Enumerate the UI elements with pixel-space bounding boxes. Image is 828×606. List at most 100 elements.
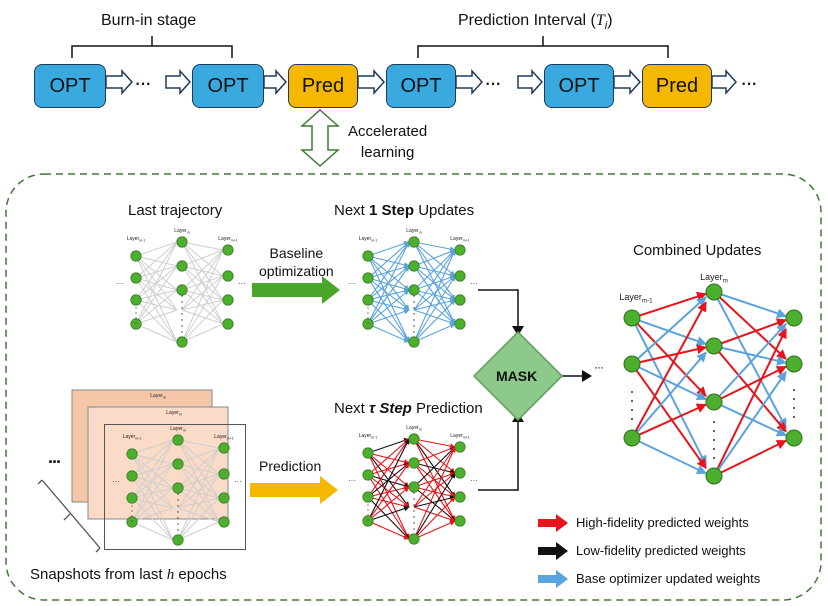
- network-edge: [413, 289, 456, 325]
- snapshots-post: epochs: [174, 566, 227, 583]
- network-node: [172, 434, 184, 446]
- network-edge: [131, 463, 174, 523]
- network-edge: [367, 461, 410, 476]
- network-edge: [413, 249, 456, 267]
- ellipsis-dot: [367, 317, 369, 319]
- network-edge: [413, 471, 456, 488]
- network-node: [408, 433, 420, 445]
- network-node: [222, 270, 234, 282]
- network-edge: [367, 474, 410, 508]
- ellipsis-dot: [413, 492, 415, 494]
- ellipsis: ···: [134, 70, 152, 95]
- network-edge: [413, 249, 456, 311]
- layer-label-back: Layerm: [150, 393, 166, 400]
- ellipsis-dot: [177, 517, 179, 519]
- network-edge: [131, 453, 174, 489]
- prediction-arrow: [250, 476, 338, 504]
- network-node: [362, 294, 374, 306]
- ellipsis-dot: [135, 317, 137, 319]
- network-node: [454, 244, 466, 256]
- ellipsis-dot: [631, 391, 633, 393]
- network-edge: [367, 452, 410, 488]
- layer-label-prev: Layerm-1: [359, 433, 378, 440]
- network-edge: [181, 299, 224, 311]
- ellipsis: ···: [484, 70, 502, 95]
- layer-label-prev: Layerm-1: [359, 236, 378, 243]
- ellipsis-dot: [793, 389, 795, 391]
- accelerated-learning-arrow: [300, 108, 340, 168]
- network-node: [172, 458, 184, 470]
- network-edge: [177, 473, 220, 489]
- ellipsis-dot: [367, 509, 369, 511]
- network-edge: [135, 255, 178, 291]
- ellipsis-dot: [181, 295, 183, 297]
- ellipsis-dot: [367, 307, 369, 309]
- network-node: [130, 272, 142, 284]
- combined-edge: [631, 363, 707, 401]
- layer-label-prev: Layerm-1: [127, 236, 146, 243]
- combined-edge: [713, 291, 787, 319]
- combined-edge: [631, 437, 707, 475]
- ellipsis-dot: [631, 409, 633, 411]
- network-edge: [367, 462, 410, 522]
- network-edge: [413, 438, 456, 449]
- network-edge: [413, 472, 456, 508]
- network-edge: [131, 497, 174, 509]
- network-edge: [135, 241, 178, 325]
- network-edge: [135, 277, 178, 343]
- ellipsis-dot: [413, 301, 415, 303]
- ellipsis-dot: [135, 307, 137, 309]
- network-node: [362, 318, 374, 330]
- network-edge: [367, 486, 410, 522]
- ellipsis-dot: [177, 499, 179, 501]
- network-node: [454, 318, 466, 330]
- ellipsis-dot: [367, 514, 369, 516]
- prediction-interval-close: ): [607, 12, 613, 29]
- network-edge: [135, 277, 178, 311]
- combined-node: [705, 337, 723, 355]
- combined-edge: [713, 365, 787, 403]
- dashed-container: [5, 173, 822, 601]
- network-edge: [413, 241, 456, 277]
- flow-arrow: [455, 69, 484, 95]
- network-edge: [181, 249, 224, 311]
- combined-edge: [713, 291, 787, 429]
- network-edge: [181, 275, 224, 291]
- network-edge: [367, 496, 410, 540]
- network-edge: [413, 496, 456, 540]
- flow-arrow: [357, 69, 386, 95]
- ellipsis-dot: [413, 313, 415, 315]
- pred-box-2: Pred: [642, 64, 712, 108]
- network-edge: [177, 497, 220, 541]
- network-edge: [177, 473, 220, 509]
- network-edge: [367, 265, 410, 325]
- network-edge: [367, 438, 410, 498]
- ellipsis-mark: ···: [470, 476, 478, 485]
- network-edge: [367, 452, 410, 540]
- network-node: [176, 260, 188, 272]
- ellipsis-mark: ···: [348, 279, 356, 288]
- next-1-step-label: Next 1 Step Updates: [334, 202, 474, 219]
- network-node: [218, 442, 230, 454]
- network-edge: [367, 474, 410, 540]
- ellipsis-dot: [413, 498, 415, 500]
- combined-edge: [713, 323, 787, 403]
- network-edge: [135, 255, 178, 343]
- network-node: [126, 492, 138, 504]
- ellipsis-dot: [177, 511, 179, 513]
- network-edge: [367, 437, 410, 454]
- network-edge: [177, 463, 220, 475]
- network-node: [218, 492, 230, 504]
- network-edge: [413, 323, 456, 343]
- network-node: [362, 515, 374, 527]
- network-edge: [367, 241, 410, 279]
- ellipsis-dot: [181, 307, 183, 309]
- network-edge: [367, 289, 410, 325]
- network-edge: [367, 299, 410, 312]
- network-edge: [413, 462, 456, 475]
- network-node: [218, 468, 230, 480]
- combined-edge: [631, 351, 707, 439]
- network-edge: [413, 446, 456, 540]
- network-edge: [367, 323, 410, 343]
